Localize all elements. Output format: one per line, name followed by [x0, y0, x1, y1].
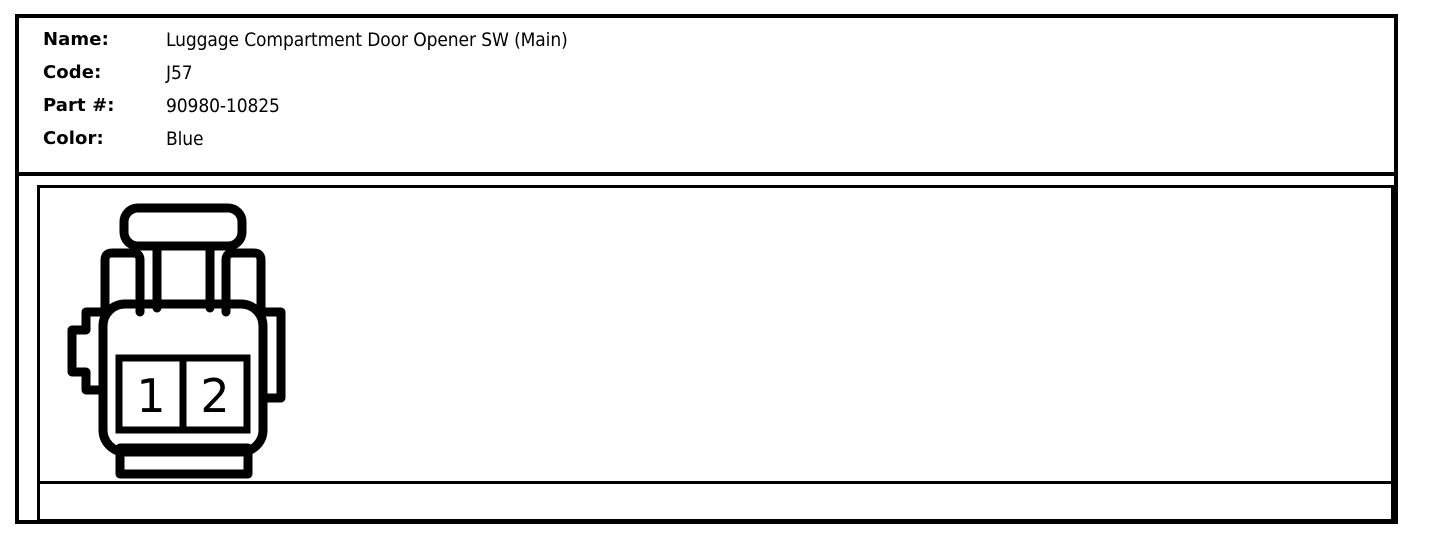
connector-lock-tab — [119, 203, 247, 251]
spec-row-color: Color: Blue — [19, 126, 1394, 159]
connector-left-latch-ear — [67, 307, 108, 395]
bottom-strip — [37, 484, 1394, 522]
spec-value-color: Blue — [166, 128, 204, 150]
connector-pin-label-1: 1 — [136, 369, 165, 423]
connector-pin-cavity-2 — [179, 354, 251, 434]
connector-diagram-panel: 1 2 — [37, 185, 1394, 484]
spec-row-code: Code: J57 — [19, 60, 1394, 93]
spec-label-name: Name: — [43, 29, 109, 50]
connector-outline-group — [67, 203, 286, 479]
spec-value-code: J57 — [166, 62, 193, 84]
spec-label-color: Color: — [43, 128, 104, 149]
spec-row-part-number: Part #: 90980-10825 — [19, 93, 1394, 126]
spec-row-name: Name: Luggage Compartment Door Opener SW… — [19, 27, 1394, 60]
connector-pin-label-2: 2 — [200, 369, 229, 423]
connector-right-post — [221, 248, 266, 317]
spec-block: Name: Luggage Compartment Door Opener SW… — [19, 18, 1394, 176]
spec-label-code: Code: — [43, 62, 102, 83]
connector-detail-frame: Name: Luggage Compartment Door Opener SW… — [15, 14, 1398, 524]
spec-value-part-number: 90980-10825 — [166, 95, 280, 117]
spec-label-part-number: Part #: — [43, 95, 115, 116]
connector-base-flange — [115, 443, 253, 479]
connector-left-post — [100, 248, 145, 317]
connector-right-side-rail — [258, 307, 286, 403]
connector-diagram-icon: 1 2 — [60, 200, 310, 480]
spec-value-name: Luggage Compartment Door Opener SW (Main… — [166, 29, 568, 51]
connector-drawing: 1 2 — [67, 203, 286, 479]
